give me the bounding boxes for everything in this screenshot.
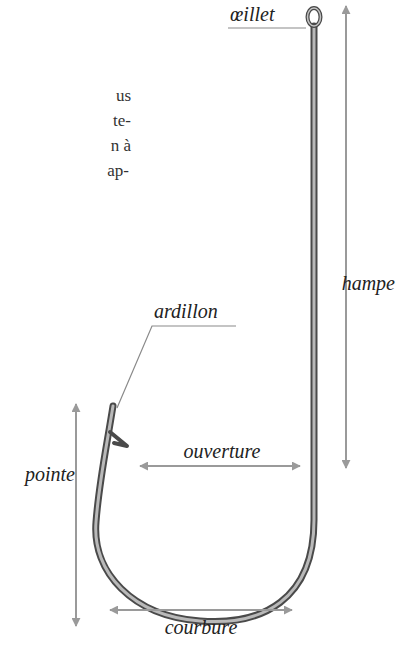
part-label: hampe — [342, 272, 395, 295]
part-label: pointe — [25, 463, 75, 486]
eye-shine — [308, 8, 321, 26]
ouverture-arrow — [140, 465, 300, 467]
paragraph-fragment: te- — [113, 111, 131, 131]
hook-wire — [96, 26, 314, 622]
paragraph-fragment: ap- — [107, 161, 129, 181]
eye — [308, 8, 321, 26]
part-label: ardillon — [154, 300, 218, 323]
pointe-arrow — [75, 404, 77, 626]
hampe-arrow — [345, 6, 347, 468]
oeillet-leader — [228, 27, 306, 28]
part-label: ouverture — [183, 440, 260, 463]
ardillon-leader — [117, 326, 236, 408]
barb — [110, 432, 127, 446]
courbure-arrow — [110, 609, 292, 611]
hook-wire-shine — [96, 26, 314, 622]
paragraph-fragment: n à — [111, 136, 131, 156]
part-label: œillet — [230, 3, 274, 26]
part-label: courbure — [165, 616, 238, 639]
paragraph-fragment: us — [116, 86, 131, 106]
